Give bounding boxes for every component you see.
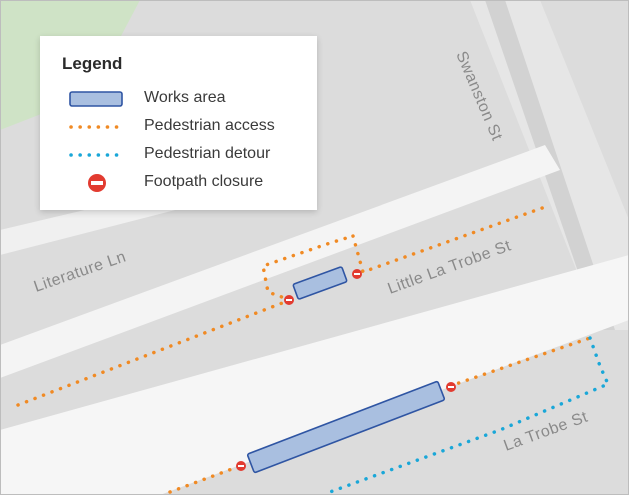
pedestrian-access-routes xyxy=(16,205,592,494)
blue-dotted-line-icon xyxy=(69,153,126,157)
legend-item-pedestrian-access: Pedestrian access xyxy=(40,116,317,138)
legend-item-works-area: Works area xyxy=(40,88,317,110)
legend-panel: Legend Works area Pedestrian access Pede… xyxy=(40,36,317,210)
legend-label: Pedestrian detour xyxy=(144,145,271,162)
legend-label: Works area xyxy=(144,89,226,106)
works-area-icon xyxy=(69,91,123,107)
little-la-trobe-st-road xyxy=(0,145,560,378)
footpath-closure-icon xyxy=(284,295,294,305)
pedestrian-access-route xyxy=(16,298,292,407)
la-trobe-st-road xyxy=(0,255,629,495)
footpath-closure-icon xyxy=(236,461,246,471)
legend-title: Legend xyxy=(62,54,123,73)
pedestrian-access-route xyxy=(168,464,242,494)
pedestrian-access-route xyxy=(260,234,355,302)
legend-label: Footpath closure xyxy=(144,173,264,190)
pedestrian-access-route xyxy=(351,205,547,275)
works-area xyxy=(246,380,446,474)
legend-item-pedestrian-detour: Pedestrian detour xyxy=(40,144,317,166)
footpath-closure-icon xyxy=(446,382,456,392)
no-entry-icon xyxy=(88,174,106,192)
works-area xyxy=(292,266,348,300)
pedestrian-detour-routes xyxy=(328,336,611,494)
pedestrian-detour-route xyxy=(328,336,611,494)
footpath-closure-icon xyxy=(352,269,362,279)
legend-item-footpath-closure: Footpath closure xyxy=(40,172,317,194)
legend-label: Pedestrian access xyxy=(144,117,275,134)
pedestrian-access-route xyxy=(448,336,592,388)
orange-dotted-line-icon xyxy=(69,125,126,129)
